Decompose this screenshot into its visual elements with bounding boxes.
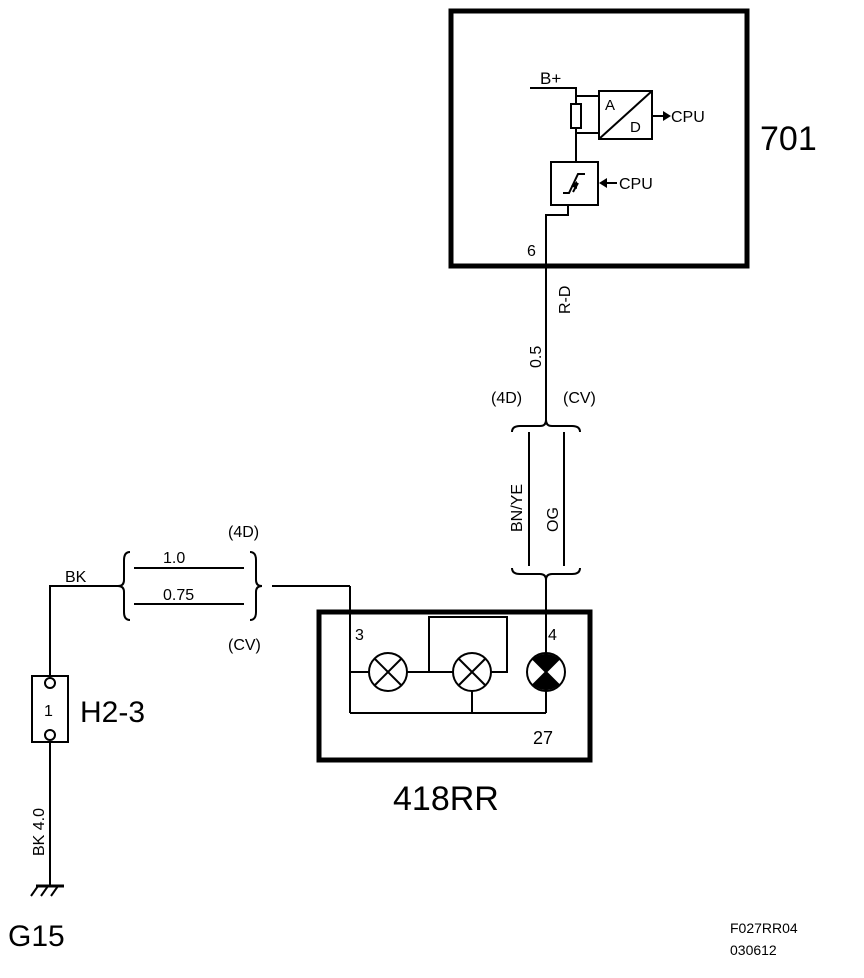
lamp-link-wire xyxy=(407,616,508,673)
variant-brace-bottom xyxy=(511,567,581,581)
bulb-icon xyxy=(368,652,408,692)
switch-cpu-label: CPU xyxy=(619,176,653,193)
lamp-pin-bottom-label: 27 xyxy=(533,728,553,748)
adc-a-label: A xyxy=(605,97,615,114)
ground-icon xyxy=(30,884,64,897)
arrow-left-icon xyxy=(599,178,607,188)
switch-to-pin-wire xyxy=(545,205,569,266)
wire-size-label: 0.5 xyxy=(528,346,545,368)
bulb-filled-icon xyxy=(526,652,566,692)
switch-symbol xyxy=(563,173,585,194)
bulb-icon xyxy=(452,652,492,692)
ground-wire-color-label: BK xyxy=(65,569,87,586)
ground-brace-right xyxy=(249,551,263,621)
adc-d-label: D xyxy=(630,119,641,136)
date-code-label: 030612 xyxy=(730,942,777,958)
variant-cv-label-right: (CV) xyxy=(563,390,596,407)
wire-size-4d-label: 1.0 xyxy=(163,550,185,567)
connector-id-label: H2-3 xyxy=(80,696,145,729)
wire-color-label: R-D xyxy=(557,286,574,314)
ground-brace-left xyxy=(117,551,131,621)
adc-cpu-label: CPU xyxy=(671,109,705,126)
brace-to-connector-wire xyxy=(49,585,118,676)
ground-id-label: G15 xyxy=(8,920,65,953)
wire-color-4d-label: BN/YE xyxy=(509,484,526,532)
pullup-resistor xyxy=(570,103,582,129)
lamp-unit-id-label: 418RR xyxy=(393,780,499,818)
ecu-701-box xyxy=(448,8,750,269)
figure-id-label: F027RR04 xyxy=(730,920,798,936)
b-plus-wire xyxy=(530,87,577,104)
variant-cv-label-left: (CV) xyxy=(228,637,261,654)
wire-color-cv-label: OG xyxy=(545,507,562,532)
ecu-pin-label: 6 xyxy=(527,243,536,260)
connector-pin-label: 1 xyxy=(44,703,53,720)
wire-size-cv-label: 0.75 xyxy=(163,587,194,604)
variant-brace-top xyxy=(511,419,581,433)
switch-arrow-icon xyxy=(571,181,577,189)
ecu-id-label: 701 xyxy=(760,120,817,158)
connector-pin-top xyxy=(44,677,56,689)
b-plus-label: B+ xyxy=(540,69,561,88)
lamp-unit-box xyxy=(316,609,593,763)
connector-pin-bottom xyxy=(44,729,56,741)
adc-divider xyxy=(598,90,653,140)
lamp-pin-left-label: 3 xyxy=(355,627,364,644)
ground-wire-label: BK 4.0 xyxy=(31,808,48,856)
lamp-pin-right-label: 4 xyxy=(548,627,557,644)
variant-4d-label-left: (4D) xyxy=(228,524,259,541)
variant-4d-label-right: (4D) xyxy=(491,390,522,407)
arrow-right-icon xyxy=(663,111,671,121)
